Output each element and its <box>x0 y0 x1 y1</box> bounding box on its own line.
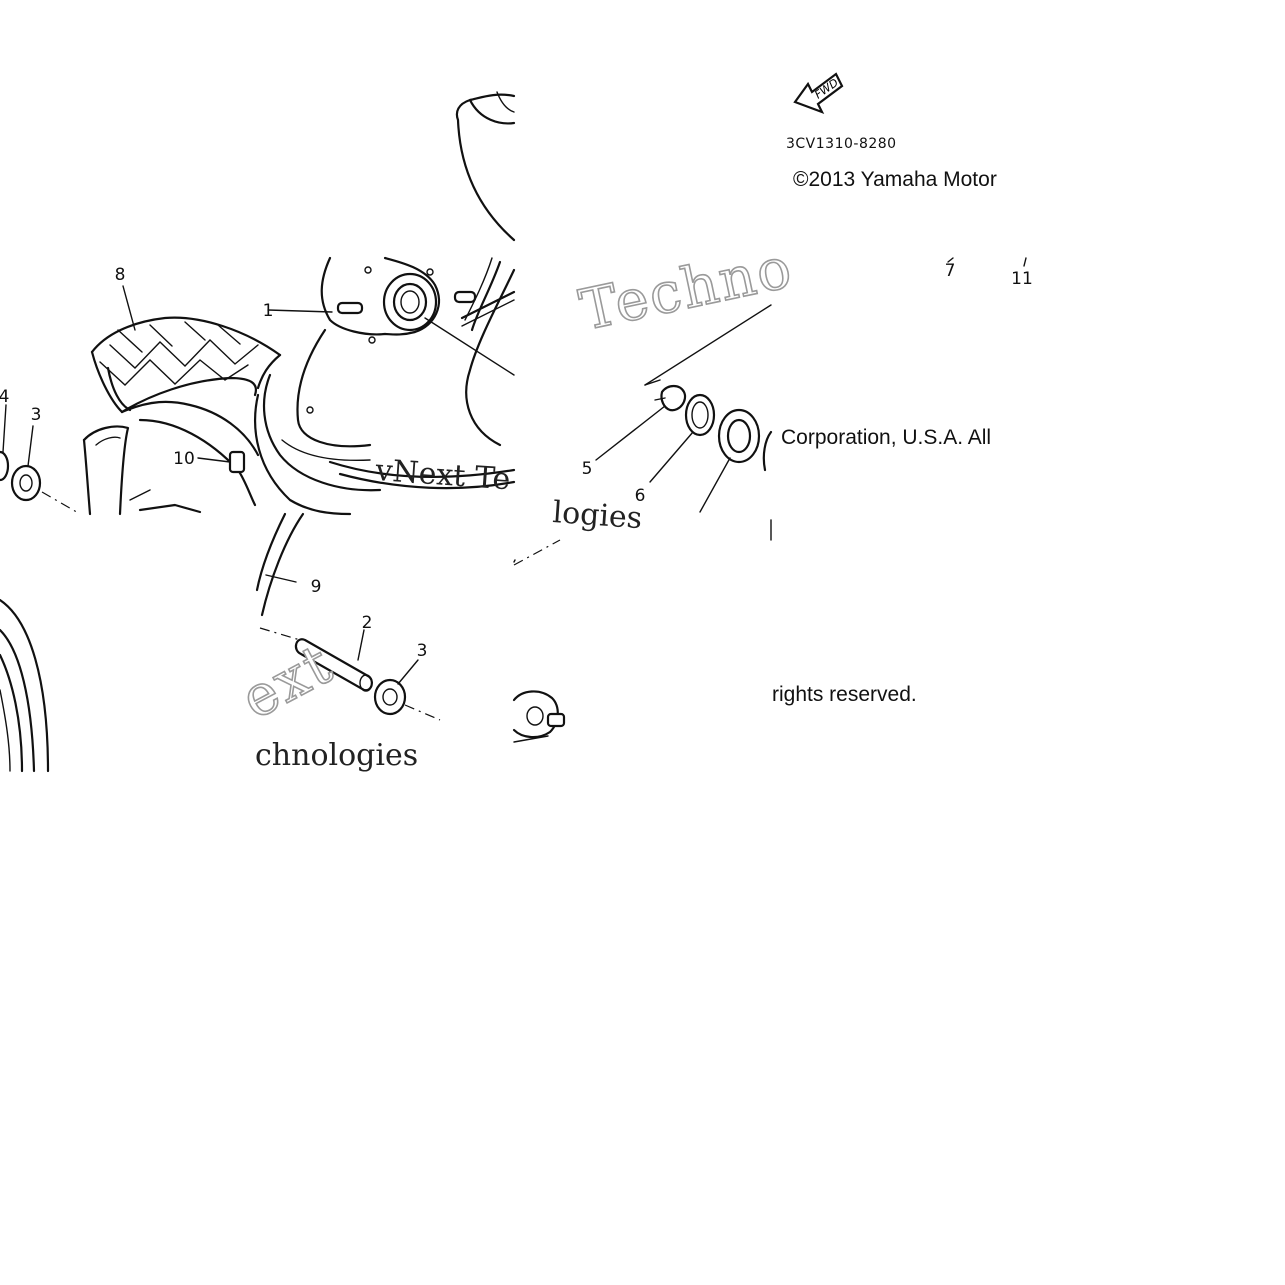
callout-10: 10 <box>173 449 195 469</box>
watermark-logies: logies <box>551 495 643 536</box>
callout-9: 9 <box>311 577 322 597</box>
watermark-vnext: vNext Te <box>373 453 511 497</box>
tile-hub <box>254 256 516 516</box>
copyright-line-1: ©2013 Yamaha Motor <box>793 168 997 191</box>
watermark-ext: ext <box>231 631 344 732</box>
callout-1: 1 <box>263 301 274 321</box>
callout-8: 8 <box>115 265 126 285</box>
watermark-chnologies: chnologies <box>255 738 418 773</box>
forward-arrow-icon: FWD <box>793 72 844 114</box>
callout-3-left: 3 <box>31 405 42 425</box>
callout-4: 4 <box>0 387 9 407</box>
watermark-techno: Techno <box>574 235 798 343</box>
tile-speedo-gear <box>512 539 566 743</box>
copyright-line-3: rights reserved. <box>772 683 917 706</box>
callout-7: 7 <box>945 261 956 281</box>
tile-fender-top <box>455 91 516 242</box>
callout-11: 11 <box>1011 269 1033 289</box>
copyright-line-2: Corporation, U.S.A. All <box>781 426 992 449</box>
tile-rim-left <box>0 598 50 773</box>
callout-3-right: 3 <box>417 641 428 661</box>
tile-axle <box>255 512 516 721</box>
callout-5: 5 <box>582 459 593 479</box>
callout-6: 6 <box>635 486 646 506</box>
callout-2: 2 <box>362 613 373 633</box>
part-code: 3CV1310-8280 <box>786 136 897 152</box>
tile-seal-bearing <box>595 304 773 541</box>
tile-tire-and-fork <box>0 316 282 516</box>
